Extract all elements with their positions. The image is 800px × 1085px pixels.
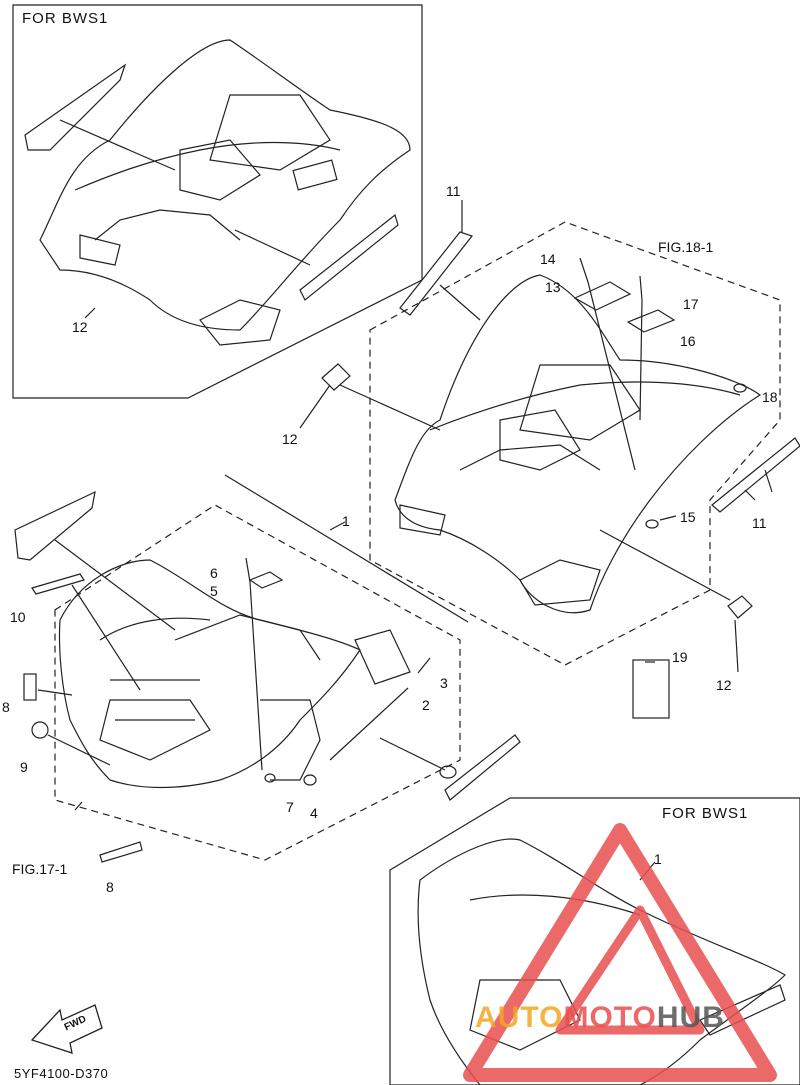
- callout-8-left: 8: [2, 699, 10, 715]
- rear-fender-main: [394, 274, 762, 614]
- watermark-word-1: AUTO: [475, 1001, 564, 1034]
- callout-6: 6: [210, 565, 218, 581]
- callout-8-bottom: 8: [106, 879, 114, 895]
- callout-9: 9: [20, 759, 28, 775]
- part-12-decal-right: [727, 595, 753, 619]
- rear-fender-bws1: [39, 39, 411, 331]
- callout-4: 4: [310, 805, 318, 821]
- callout-19: 19: [672, 649, 688, 665]
- part-13-plate: [573, 281, 632, 311]
- callout-1-bws1: 1: [654, 851, 662, 867]
- frame-label-bws1-bottom: FOR BWS1: [662, 805, 749, 822]
- part-19-label: [632, 659, 670, 719]
- frame-bws1-top: [12, 4, 423, 399]
- part-11-reflector-right: [711, 437, 800, 513]
- fwd-arrow-icon: [30, 1004, 103, 1054]
- part-8-reflector-left: [23, 673, 37, 701]
- watermark-logo: [463, 823, 777, 1082]
- callout-12-mid: 12: [282, 431, 298, 447]
- part-2-plate: [354, 629, 411, 685]
- callout-17: 17: [683, 296, 699, 312]
- callout-14: 14: [540, 251, 556, 267]
- callout-10: 10: [10, 609, 26, 625]
- part-10-decal: [31, 573, 85, 595]
- side-cover-12-topleft: [24, 63, 127, 151]
- callout-12-right: 12: [716, 677, 732, 693]
- part-11-reflector-top: [399, 231, 473, 316]
- callout-11-right: 11: [752, 515, 767, 531]
- part-5-plate: [248, 571, 284, 589]
- part-8-reflector-bottom: [99, 841, 143, 863]
- callout-7: 7: [286, 799, 294, 815]
- part-15-nut: [645, 519, 659, 529]
- fig-18-label: FIG.18-1: [658, 239, 714, 255]
- part-9-cap: [31, 721, 49, 739]
- fig-17-label: FIG.17-1: [12, 861, 68, 877]
- part-18-grommet: [733, 383, 747, 393]
- part-17-screw: [639, 275, 643, 301]
- diagram-code: 5YF4100-D370: [14, 1066, 109, 1081]
- callout-3: 3: [440, 675, 448, 691]
- frame-label-bws1-top: FOR BWS1: [22, 10, 109, 27]
- callout-2: 2: [422, 697, 430, 713]
- callout-16: 16: [680, 333, 696, 349]
- part-16-plate: [626, 309, 676, 333]
- part-14-screw: [579, 257, 589, 283]
- callout-18: 18: [762, 389, 778, 405]
- part-7-nut: [264, 773, 276, 783]
- callout-11-top: 11: [446, 183, 461, 199]
- part-12-decal-mid: [321, 363, 351, 391]
- watermark-word-2: MOTO: [563, 1001, 657, 1034]
- part-6-screw: [245, 557, 251, 583]
- part-3-screw: [417, 657, 431, 674]
- frame-bws1-bottom: [389, 797, 800, 1085]
- callout-5: 5: [210, 583, 218, 599]
- callout-12-topleft: 12: [72, 319, 88, 335]
- fig18-dashed-region: [369, 221, 781, 666]
- callout-15: 15: [680, 509, 696, 525]
- callout-13: 13: [545, 279, 561, 295]
- front-fender-main: [58, 559, 361, 789]
- watermark-wordmark: AUTOMOTOHUB: [475, 1003, 725, 1033]
- fig17-dashed-region: [54, 504, 461, 861]
- callout-1: 1: [342, 513, 350, 529]
- part-4-nut: [303, 774, 317, 786]
- watermark-word-3: HUB: [656, 1001, 725, 1034]
